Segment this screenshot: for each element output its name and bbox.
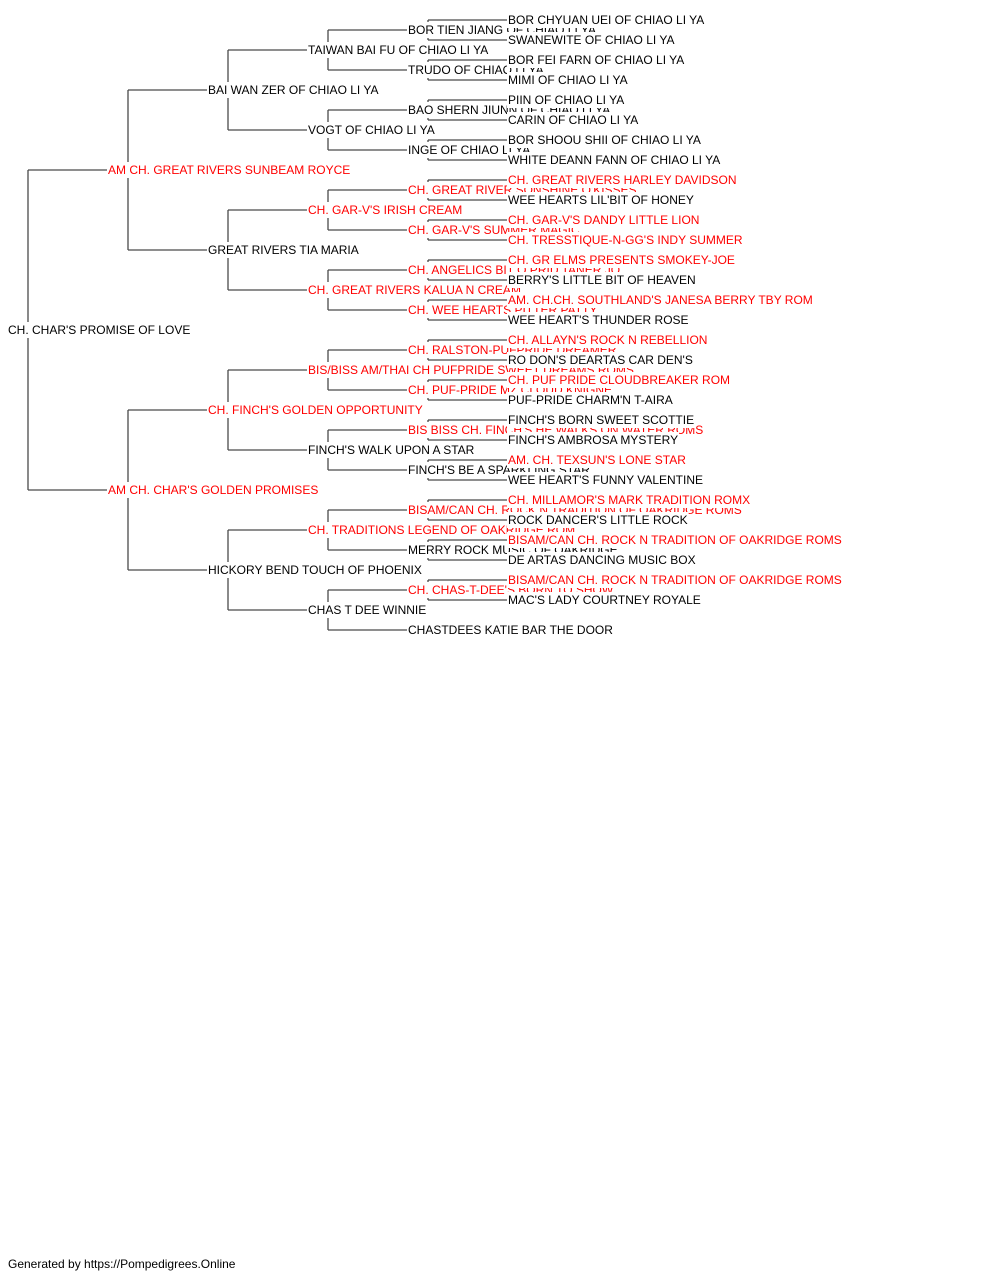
label-background [307, 442, 476, 458]
label-background [507, 312, 690, 328]
label-background [207, 242, 360, 258]
ancestor-name-ssssd: SWANEWITE OF CHIAO LI YA [508, 33, 674, 47]
ancestor-name-ssdd: INGE OF CHIAO LI YA [408, 143, 530, 157]
ancestor-name-dsdsd: FINCH'S AMBROSA MYSTERY [508, 433, 678, 447]
label-background [507, 192, 695, 208]
ancestor-name-sd: GREAT RIVERS TIA MARIA [208, 243, 359, 257]
ancestor-name-ddsss: CH. MILLAMOR'S MARK TRADITION ROMX [508, 493, 750, 507]
ancestor-name-dsdds: AM. CH. TEXSUN'S LONE STAR [508, 453, 686, 467]
ancestor-name-sds: CH. GAR-V'S IRISH CREAM [308, 203, 462, 217]
label-background [507, 332, 709, 348]
label-background [507, 132, 702, 148]
label-background [507, 252, 736, 268]
ancestor-name-dsd: FINCH'S WALK UPON A STAR [308, 443, 475, 457]
label-background [307, 122, 436, 138]
ancestor-name-sdsss: CH. GREAT RIVERS HARLEY DAVIDSON [508, 173, 737, 187]
label-background [507, 552, 697, 568]
label-background [507, 112, 640, 128]
label-background [7, 322, 192, 338]
label-background [207, 562, 423, 578]
ancestor-name-ddd: CHAS T DEE WINNIE [308, 603, 426, 617]
ancestor-name-ssddd: WHITE DEANN FANN OF CHIAO LI YA [508, 153, 720, 167]
label-background [507, 572, 843, 588]
ancestor-name-sdd: CH. GREAT RIVERS KALUA N CREAM [308, 283, 521, 297]
ancestor-name-d: AM CH. CHAR'S GOLDEN PROMISES [108, 483, 318, 497]
ancestor-name-sss: TAIWAN BAI FU OF CHIAO LI YA [308, 43, 488, 57]
ancestor-name-ssdds: BOR SHOOU SHII OF CHIAO LI YA [508, 133, 701, 147]
label-background [507, 512, 689, 528]
ancestor-name-sdddd: WEE HEART'S THUNDER ROSE [508, 313, 689, 327]
label-background [307, 42, 490, 58]
ancestor-name-sddsd: BERRY'S LITTLE BIT OF HEAVEN [508, 273, 696, 287]
ancestor-name-dssdd: PUF-PRIDE CHARM'N T-AIRA [508, 393, 673, 407]
ancestor-name-dsdss: FINCH'S BORN SWEET SCOTTIE [508, 413, 694, 427]
ancestor-name-ddsdd: DE ARTAS DANCING MUSIC BOX [508, 553, 696, 567]
ancestor-name-dddd: CHASTDEES KATIE BAR THE DOOR [408, 623, 613, 637]
label-background [307, 282, 522, 298]
ancestor-name-sssdd: MIMI OF CHIAO LI YA [508, 73, 628, 87]
ancestor-name-ds: CH. FINCH'S GOLDEN OPPORTUNITY [208, 403, 423, 417]
ancestor-labels: CH. CHAR'S PROMISE OF LOVE AM CH. GREAT R… [7, 12, 843, 638]
ancestor-name-ssd: VOGT OF CHIAO LI YA [308, 123, 435, 137]
label-background [507, 492, 752, 508]
ancestor-name-s: AM CH. GREAT RIVERS SUNBEAM ROYCE [108, 163, 350, 177]
label-background [507, 452, 688, 468]
ancestor-name-subject: CH. CHAR'S PROMISE OF LOVE [8, 323, 190, 337]
ancestor-name-sssds: BOR FEI FARN OF CHIAO LI YA [508, 53, 684, 67]
label-background [507, 52, 686, 68]
ancestor-name-dddss: BISAM/CAN CH. ROCK N TRADITION OF OAKRID… [508, 573, 842, 587]
ancestor-name-sdsdd: CH. TRESSTIQUE-N-GG'S INDY SUMMER [508, 233, 743, 247]
label-background [507, 372, 732, 388]
ancestor-name-dsddd: WEE HEART'S FUNNY VALENTINE [508, 473, 703, 487]
label-background [507, 472, 704, 488]
label-background [507, 92, 626, 108]
label-background [507, 72, 629, 88]
label-background [507, 292, 814, 308]
label-background [507, 432, 680, 448]
label-background [507, 392, 674, 408]
label-background [507, 592, 702, 608]
ancestor-name-dsssd: RO DON'S DEARTAS CAR DEN'S [508, 353, 693, 367]
ancestor-name-sdsds: CH. GAR-V'S DANDY LITTLE LION [508, 213, 699, 227]
ancestor-name-dd: HICKORY BEND TOUCH OF PHOENIX [208, 563, 422, 577]
ancestor-name-ddsds: BISAM/CAN CH. ROCK N TRADITION OF OAKRID… [508, 533, 842, 547]
label-background [207, 82, 380, 98]
label-background [307, 602, 428, 618]
label-background [507, 232, 744, 248]
label-background [507, 272, 697, 288]
label-background [507, 532, 843, 548]
ancestor-name-dssds: CH. PUF PRIDE CLOUDBREAKER ROM [508, 373, 730, 387]
label-background [507, 152, 722, 168]
label-background [107, 482, 320, 498]
ancestor-name-ss: BAI WAN ZER OF CHIAO LI YA [208, 83, 378, 97]
ancestor-name-sddds: AM. CH.CH. SOUTHLAND'S JANESA BERRY TBY … [508, 293, 813, 307]
label-background [507, 12, 706, 28]
label-background [507, 172, 738, 188]
ancestor-name-dssss: CH. ALLAYN'S ROCK N REBELLION [508, 333, 707, 347]
label-background [207, 402, 424, 418]
label-background [507, 32, 676, 48]
ancestor-name-ddssd: ROCK DANCER'S LITTLE ROCK [508, 513, 688, 527]
label-background [407, 142, 532, 158]
footer-credit: Generated by https://Pompedigrees.Online [8, 1257, 236, 1271]
label-background [507, 352, 694, 368]
label-background [407, 622, 615, 638]
ancestor-name-ssdsd: CARIN OF CHIAO LI YA [508, 113, 638, 127]
ancestor-name-dddsd: MAC'S LADY COURTNEY ROYALE [508, 593, 701, 607]
pedigree-tree: CH. CHAR'S PROMISE OF LOVE AM CH. GREAT R… [7, 12, 843, 638]
label-background [507, 212, 701, 228]
label-background [507, 412, 696, 428]
label-background [307, 202, 464, 218]
ancestor-name-sssss: BOR CHYUAN UEI OF CHIAO LI YA [508, 13, 704, 27]
ancestor-name-sddss: CH. GR ELMS PRESENTS SMOKEY-JOE [508, 253, 735, 267]
label-background [107, 162, 352, 178]
ancestor-name-sdssd: WEE HEARTS LIL'BIT OF HONEY [508, 193, 694, 207]
ancestor-name-ssdss: PIIN OF CHIAO LI YA [508, 93, 624, 107]
